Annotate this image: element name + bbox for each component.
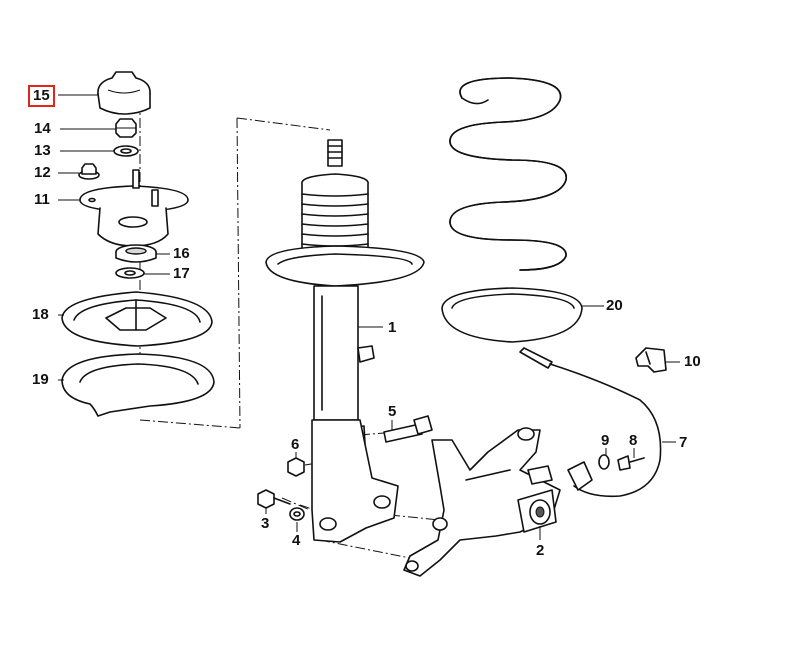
part-label-5: 5 bbox=[388, 403, 397, 420]
part-14-nut bbox=[115, 118, 137, 138]
part-7-abs-sensor-cable bbox=[519, 347, 662, 498]
part-8-screw bbox=[617, 455, 645, 471]
part-label-8: 8 bbox=[629, 432, 638, 449]
part-label-3: 3 bbox=[261, 515, 270, 532]
part-11-strut-mount bbox=[79, 169, 189, 247]
part-9-washer bbox=[598, 454, 610, 470]
part-10-clip bbox=[635, 347, 667, 373]
part-label-7: 7 bbox=[679, 434, 688, 451]
part-5-bolt bbox=[383, 415, 433, 443]
part-15-top-cap bbox=[97, 71, 151, 115]
part-16-bearing bbox=[115, 244, 157, 263]
part-13-washer bbox=[113, 145, 139, 157]
part-label-14: 14 bbox=[34, 120, 51, 137]
part-label-20: 20 bbox=[606, 297, 623, 314]
part-label-2: 2 bbox=[536, 542, 545, 559]
part-label-19: 19 bbox=[32, 371, 49, 388]
part-label-11: 11 bbox=[34, 191, 50, 208]
part-4-washer bbox=[289, 507, 305, 521]
part-3-bolt bbox=[257, 489, 291, 509]
part-label-10: 10 bbox=[684, 353, 701, 370]
part-20-lower-spring-seat bbox=[441, 287, 583, 343]
part-label-17: 17 bbox=[173, 265, 190, 282]
part-17-washer bbox=[115, 267, 145, 279]
part-label-12: 12 bbox=[34, 164, 51, 181]
part-12-flange-nut bbox=[78, 163, 100, 180]
part-6-nut bbox=[287, 457, 305, 477]
part-label-9: 9 bbox=[601, 432, 610, 449]
part-19-rubber-isolator bbox=[61, 353, 215, 417]
part-1-strut bbox=[265, 139, 425, 543]
part-label-16: 16 bbox=[173, 245, 190, 262]
part-label-15: 15 bbox=[28, 85, 55, 107]
part-label-1: 1 bbox=[388, 319, 397, 336]
part-18-upper-spring-seat bbox=[61, 291, 213, 347]
part-2-steering-knuckle bbox=[403, 427, 561, 577]
part-label-4: 4 bbox=[292, 532, 301, 549]
part-label-6: 6 bbox=[291, 436, 300, 453]
part-label-18: 18 bbox=[32, 306, 49, 323]
coil-spring bbox=[449, 77, 567, 271]
part-label-13: 13 bbox=[34, 142, 51, 159]
